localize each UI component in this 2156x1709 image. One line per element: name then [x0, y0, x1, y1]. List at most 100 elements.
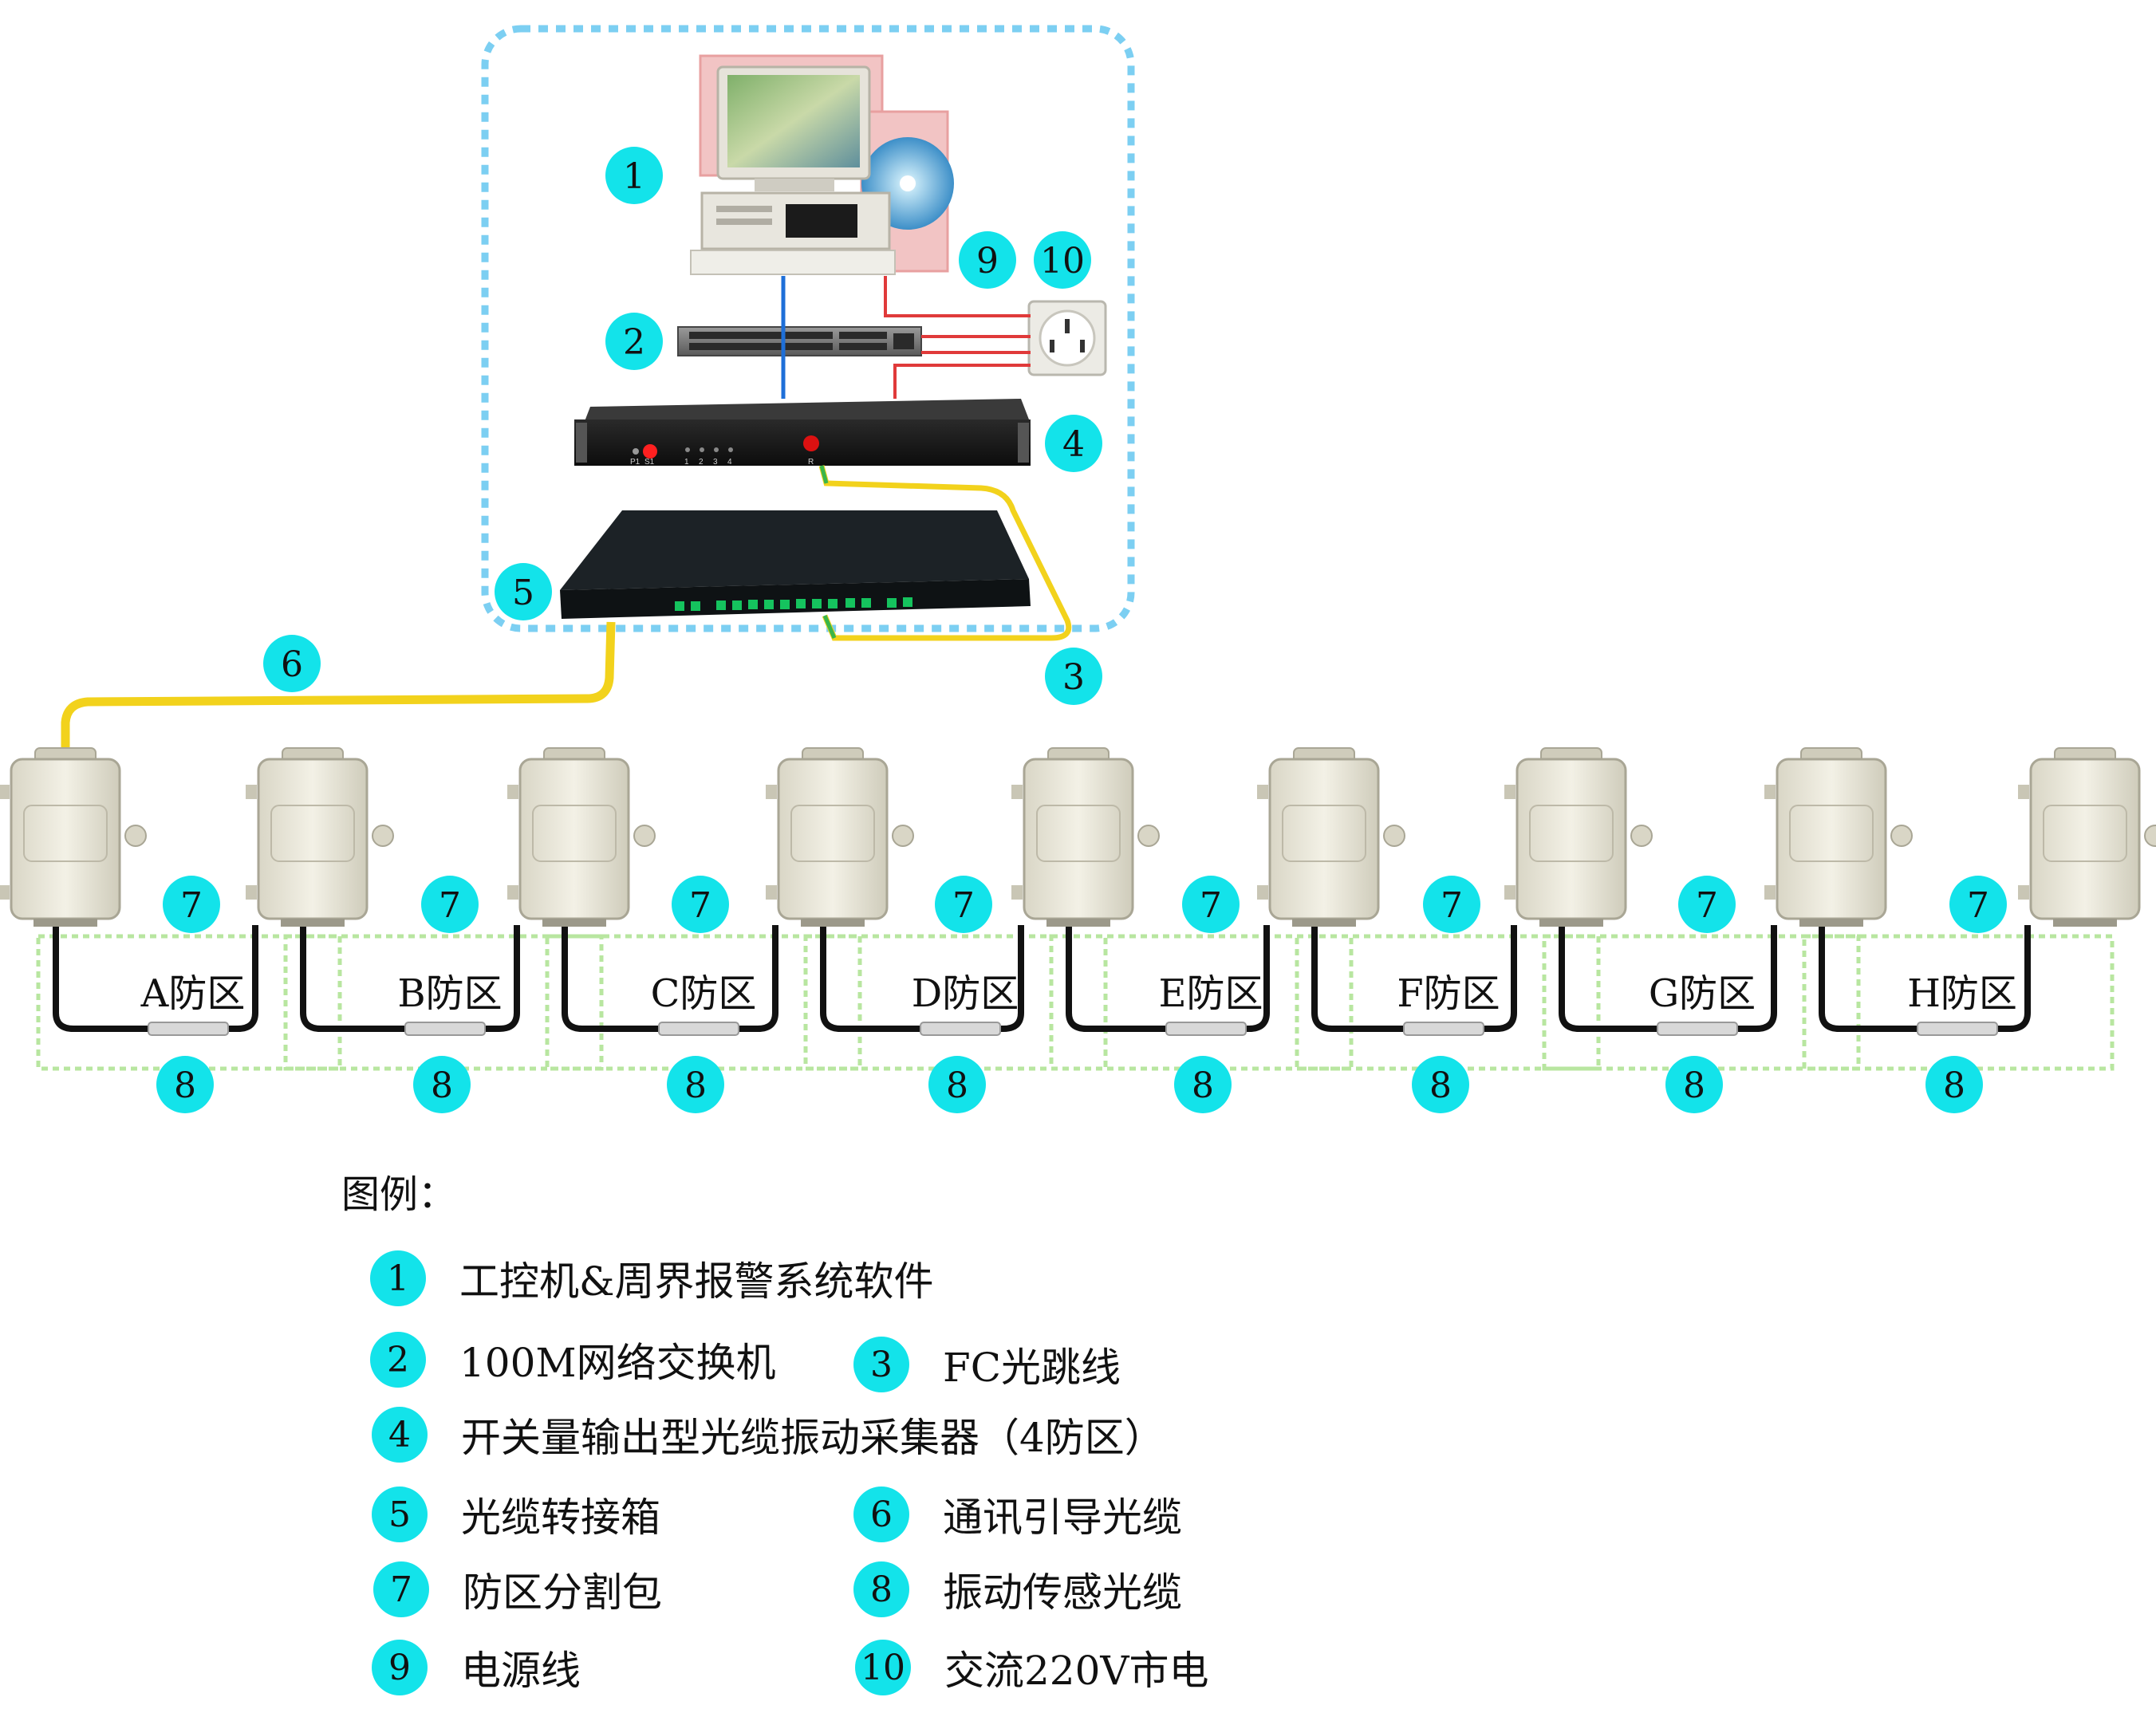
legend-label: FC光跳线 — [943, 1345, 1121, 1391]
zone-label: C防区 — [651, 971, 757, 1016]
svg-text:8: 8 — [1943, 1065, 1965, 1106]
legend-badge: 4 — [372, 1407, 428, 1463]
fiber-patch-box-icon — [560, 510, 1031, 619]
badge-8: 8 — [1665, 1056, 1723, 1113]
legend-item-9: 9 电源线 — [372, 1638, 581, 1697]
badge-7: 7 — [1423, 876, 1480, 933]
legend-item-4: 4 开关量输出型光缆振动采集器（4防区） — [372, 1405, 1165, 1464]
badge-8: 8 — [1412, 1056, 1469, 1113]
svg-text:8: 8 — [1683, 1065, 1705, 1106]
badge-8: 8 — [1174, 1056, 1232, 1113]
panel-label-ch2: 2 — [699, 458, 704, 467]
vibration-collector-icon: P1 S1 1 2 3 4 R — [574, 399, 1031, 467]
badge-7: 7 — [421, 876, 479, 933]
legend-badge: 2 — [370, 1332, 426, 1388]
svg-text:10: 10 — [1040, 241, 1085, 282]
legend-item-6: 6 通讯引导光缆 — [853, 1485, 1182, 1544]
badge-7: 7 — [672, 876, 729, 933]
panel-label-ch3: 3 — [713, 458, 718, 467]
legend-item-8: 8 振动传感光缆 — [853, 1560, 1182, 1619]
zone-label: D防区 — [912, 971, 1019, 1016]
badge-8: 8 — [928, 1056, 986, 1113]
svg-text:7: 7 — [952, 885, 975, 926]
communication-fiber — [61, 621, 616, 758]
legend-item-3: 3 FC光跳线 — [853, 1335, 1121, 1394]
fc-patch-cord — [818, 465, 1072, 641]
control-room-frame — [481, 25, 1135, 632]
svg-text:8: 8 — [684, 1065, 707, 1106]
badge-7: 7 — [1949, 876, 2007, 933]
fiber-clip — [1165, 1022, 1247, 1036]
network-switch-icon — [677, 326, 922, 356]
legend-label: 开关量输出型光缆振动采集器（4防区） — [461, 1415, 1165, 1461]
zone-splitter-box-icon — [0, 747, 147, 927]
legend-item-1: 1 工控机&周界报警系统软件 — [370, 1249, 934, 1308]
badge-8: 8 — [156, 1056, 214, 1113]
svg-text:8: 8 — [1192, 1065, 1214, 1106]
zone-splitter-box-icon — [1504, 747, 1653, 927]
svg-text:9: 9 — [976, 241, 999, 282]
legend-badge: 6 — [853, 1487, 909, 1542]
zone-label: E防区 — [1158, 971, 1263, 1016]
zone-splitter-box-icon — [2018, 747, 2156, 927]
svg-text:7: 7 — [689, 885, 711, 926]
legend-badge: 1 — [370, 1250, 426, 1306]
badge-6: 6 — [263, 635, 321, 692]
zone-splitter-box-icon — [766, 747, 914, 927]
badge-3: 3 — [1045, 648, 1102, 705]
legend-title: 图例： — [341, 1172, 457, 1217]
legend-item-7: 7 防区分割包 — [373, 1560, 662, 1619]
badge-7: 7 — [1678, 876, 1736, 933]
fiber-clip — [148, 1022, 229, 1036]
svg-text:8: 8 — [431, 1065, 453, 1106]
legend-label: 交流220V市电 — [944, 1648, 1209, 1694]
svg-text:6: 6 — [281, 644, 303, 685]
legend-badge: 9 — [372, 1640, 428, 1695]
zone-splitter-box-icon — [1011, 747, 1160, 927]
fiber-clip — [1403, 1022, 1484, 1036]
legend-badge: 8 — [853, 1561, 909, 1617]
zone-splitter-box-icon — [507, 747, 656, 927]
zone-boundary — [545, 934, 862, 1071]
legend-item-10: 10 交流220V市电 — [855, 1638, 1209, 1697]
fiber-clip — [1917, 1022, 1998, 1036]
badge-7: 7 — [1182, 876, 1240, 933]
svg-text:5: 5 — [512, 573, 534, 613]
fiber-clip — [658, 1022, 739, 1036]
svg-text:7: 7 — [1200, 885, 1222, 926]
badge-10: 10 — [1034, 231, 1091, 289]
badge-8: 8 — [667, 1056, 724, 1113]
legend-badge: 3 — [853, 1337, 909, 1392]
badge-9: 9 — [959, 231, 1016, 289]
power-outlet-icon — [1027, 300, 1107, 376]
industrial-pc-icon — [690, 54, 954, 275]
svg-text:4: 4 — [1062, 424, 1085, 465]
panel-label-ch1: 1 — [684, 458, 689, 467]
alarm-led-icon — [643, 444, 657, 459]
panel-label-s1: S1 — [644, 458, 655, 467]
legend-badge: 7 — [373, 1561, 429, 1617]
zone-label: G防区 — [1649, 971, 1756, 1016]
legend-item-2: 2 100M网络交换机 — [370, 1330, 776, 1389]
legend-badge: 5 — [372, 1487, 428, 1542]
fiber-clip — [920, 1022, 1001, 1036]
zone-label: B防区 — [397, 971, 502, 1016]
legend-label: 工控机&周界报警系统软件 — [459, 1258, 934, 1305]
fiber-clip — [1657, 1022, 1738, 1036]
zone-splitter-box-icon — [1257, 747, 1405, 927]
badge-2: 2 — [605, 313, 663, 370]
legend-badge: 10 — [855, 1640, 911, 1695]
svg-text:7: 7 — [1441, 885, 1463, 926]
svg-text:1: 1 — [623, 156, 645, 197]
badge-1: 1 — [605, 147, 663, 204]
legend-label: 光缆转接箱 — [461, 1494, 660, 1541]
zone-splitter-box-icon — [1764, 747, 1913, 927]
svg-text:7: 7 — [180, 885, 203, 926]
svg-text:2: 2 — [623, 322, 645, 363]
badge-4: 4 — [1045, 415, 1102, 472]
badge-7: 7 — [935, 876, 992, 933]
zone-label: A防区 — [140, 971, 246, 1016]
badge-7: 7 — [163, 876, 220, 933]
